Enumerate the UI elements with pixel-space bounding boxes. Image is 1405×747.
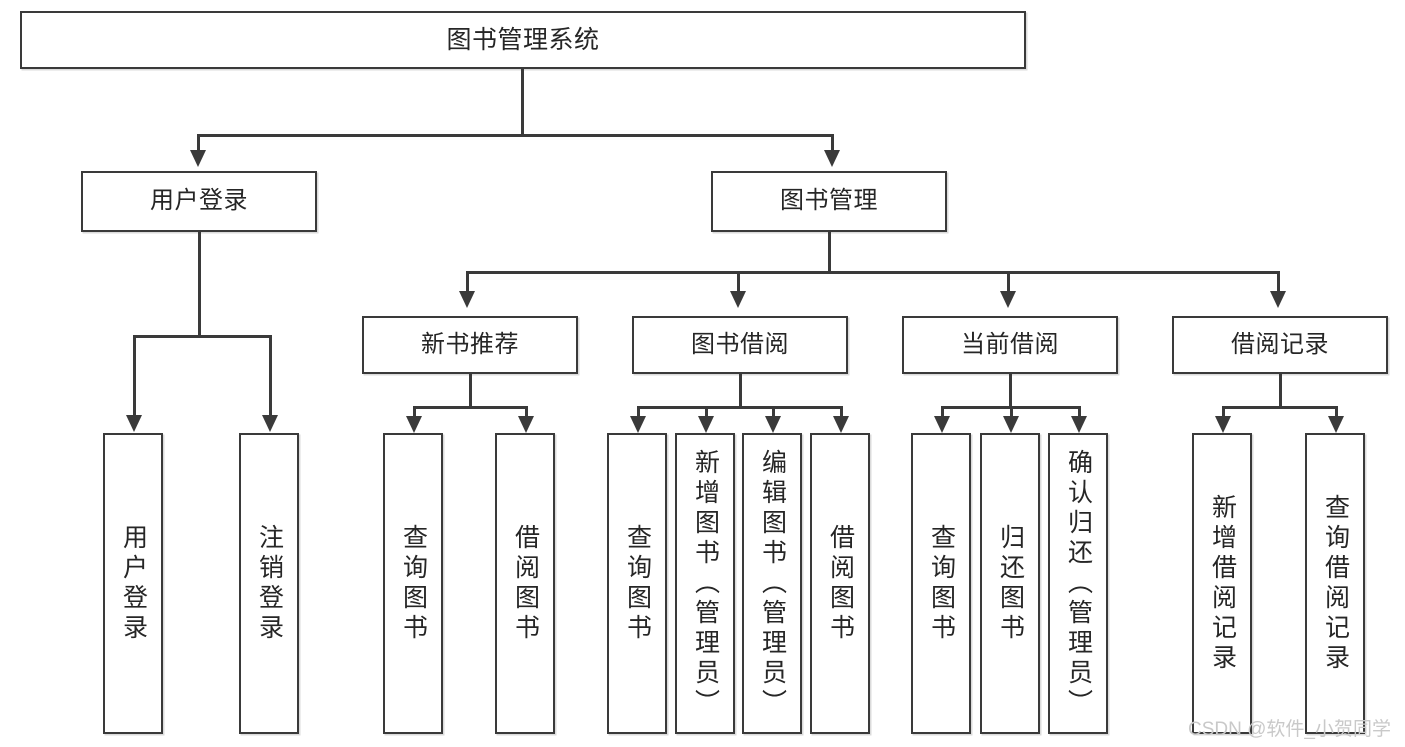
arrowhead-borrow-record-leaf-1 — [1215, 416, 1231, 433]
node-label: 查询图书 — [927, 523, 956, 644]
connector-root-to-user-login — [197, 134, 200, 152]
arrowhead-bm-borrow-record — [1270, 291, 1286, 308]
node-root-book-management-system[interactable]: 图书管理系统 — [20, 11, 1026, 69]
connector-borrow-record-bus — [1222, 406, 1338, 409]
node-label: 新增借阅记录 — [1208, 493, 1237, 674]
node-book-management[interactable]: 图书管理 — [711, 171, 947, 232]
arrowhead-bm-new-book — [459, 291, 475, 308]
node-user-login[interactable]: 用户登录 — [81, 171, 317, 232]
leaf-borrow-record-2[interactable]: 查询借阅记录 — [1305, 433, 1365, 734]
connector-book-borrow-bus — [637, 406, 842, 409]
connector-book-borrow-leaf-2 — [705, 406, 708, 418]
node-label: 查询借阅记录 — [1321, 493, 1350, 674]
connector-user-login-stem — [198, 232, 201, 336]
node-label: 图书管理系统 — [446, 26, 600, 54]
node-borrow-record[interactable]: 借阅记录 — [1172, 316, 1388, 374]
connector-book-borrow-leaf-1 — [637, 406, 640, 418]
leaf-borrow-record-1[interactable]: 新增借阅记录 — [1192, 433, 1252, 734]
connector-bm-to-borrow-record — [1277, 271, 1280, 293]
arrowhead-bm-book-borrow — [730, 291, 746, 308]
connector-current-borrow-leaf-1 — [941, 406, 944, 418]
arrowhead-bm-current-borrow — [1000, 291, 1016, 308]
connector-borrow-record-leaf-2 — [1335, 406, 1338, 418]
node-label: 确认归还（管理员） — [1064, 448, 1093, 719]
node-label: 借阅图书 — [511, 523, 540, 644]
leaf-book-borrow-4[interactable]: 借阅图书 — [810, 433, 870, 734]
connector-book-borrow-stem — [739, 374, 742, 407]
leaf-current-borrow-1[interactable]: 查询图书 — [911, 433, 971, 734]
connector-user-login-bus — [133, 335, 271, 338]
connector-user-login-to-leaf-1 — [133, 335, 136, 417]
connector-root-to-book-management — [831, 134, 834, 152]
arrowhead-current-borrow-leaf-2 — [1003, 416, 1019, 433]
connector-borrow-record-leaf-1 — [1222, 406, 1225, 418]
leaf-book-borrow-1[interactable]: 查询图书 — [607, 433, 667, 734]
arrowhead-root-to-user-login — [190, 150, 206, 167]
leaf-user-login-1[interactable]: 用户登录 — [103, 433, 163, 734]
connector-bm-to-new-book — [466, 271, 469, 293]
connector-user-login-to-leaf-2 — [269, 335, 272, 417]
node-label: 注销登录 — [255, 523, 284, 644]
connector-bm-to-current-borrow — [1007, 271, 1010, 293]
arrowhead-user-login-leaf-1 — [126, 415, 142, 432]
node-label: 图书管理 — [780, 187, 878, 215]
node-label: 借阅记录 — [1231, 330, 1329, 358]
node-label: 新书推荐 — [421, 330, 519, 358]
watermark-csdn: CSDN @软件_小贺同学 — [1188, 719, 1391, 740]
arrowhead-book-borrow-leaf-2 — [698, 416, 714, 433]
connector-new-book-stem — [469, 374, 472, 407]
node-current-borrow[interactable]: 当前借阅 — [902, 316, 1118, 374]
node-book-borrow[interactable]: 图书借阅 — [632, 316, 848, 374]
arrowhead-current-borrow-leaf-3 — [1071, 416, 1087, 433]
leaf-user-login-2[interactable]: 注销登录 — [239, 433, 299, 734]
connector-root-stem — [521, 69, 524, 135]
arrowhead-book-borrow-leaf-3 — [765, 416, 781, 433]
node-label: 编辑图书（管理员） — [758, 448, 787, 719]
connector-current-borrow-stem — [1009, 374, 1012, 407]
arrowhead-new-book-leaf-2 — [518, 416, 534, 433]
leaf-current-borrow-3[interactable]: 确认归还（管理员） — [1048, 433, 1108, 734]
connector-new-book-leaf-2 — [525, 406, 528, 418]
node-new-book-recommend[interactable]: 新书推荐 — [362, 316, 578, 374]
arrowhead-new-book-leaf-1 — [406, 416, 422, 433]
leaf-new-book-recommend-1[interactable]: 查询图书 — [383, 433, 443, 734]
arrowhead-book-borrow-leaf-1 — [630, 416, 646, 433]
arrowhead-user-login-leaf-2 — [262, 415, 278, 432]
node-label: 查询图书 — [623, 523, 652, 644]
connector-book-borrow-leaf-3 — [772, 406, 775, 418]
leaf-book-borrow-2[interactable]: 新增图书（管理员） — [675, 433, 735, 734]
leaf-current-borrow-2[interactable]: 归还图书 — [980, 433, 1040, 734]
node-label: 归还图书 — [996, 523, 1025, 644]
connector-root-bus — [197, 134, 834, 137]
connector-book-management-stem — [828, 232, 831, 272]
node-label: 新增图书（管理员） — [691, 448, 720, 719]
node-label: 查询图书 — [399, 523, 428, 644]
connector-new-book-leaf-1 — [413, 406, 416, 418]
arrowhead-current-borrow-leaf-1 — [934, 416, 950, 433]
node-label: 用户登录 — [119, 523, 148, 644]
node-label: 借阅图书 — [826, 523, 855, 644]
leaf-book-borrow-3[interactable]: 编辑图书（管理员） — [742, 433, 802, 734]
arrowhead-borrow-record-leaf-2 — [1328, 416, 1344, 433]
connector-book-management-bus — [466, 271, 1280, 274]
connector-current-borrow-leaf-2 — [1010, 406, 1013, 418]
arrowhead-book-borrow-leaf-4 — [833, 416, 849, 433]
connector-book-borrow-leaf-4 — [840, 406, 843, 418]
connector-bm-to-book-borrow — [737, 271, 740, 293]
leaf-new-book-recommend-2[interactable]: 借阅图书 — [495, 433, 555, 734]
connector-new-book-bus — [413, 406, 528, 409]
node-label: 用户登录 — [150, 187, 248, 215]
connector-borrow-record-stem — [1279, 374, 1282, 407]
arrowhead-root-to-book-management — [824, 150, 840, 167]
node-label: 图书借阅 — [691, 330, 789, 358]
node-label: 当前借阅 — [961, 330, 1059, 358]
connector-current-borrow-leaf-3 — [1078, 406, 1081, 418]
